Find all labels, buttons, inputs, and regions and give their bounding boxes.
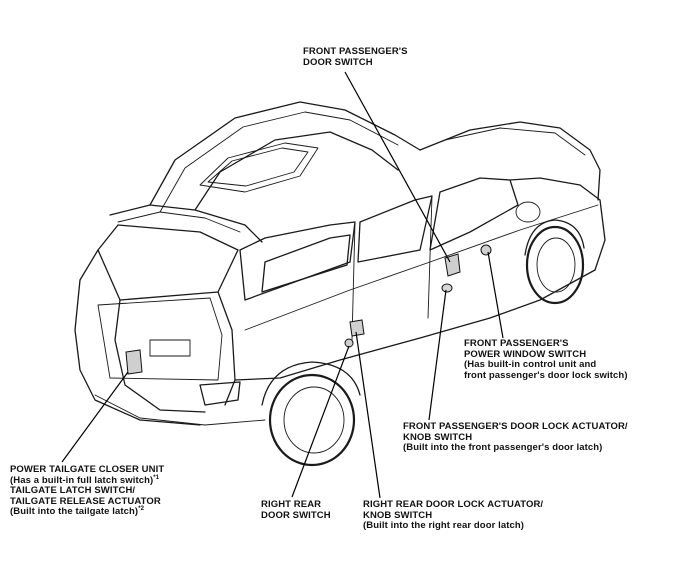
rear-door-window	[357, 195, 433, 263]
front-wheel	[525, 225, 585, 305]
leader-right-rear-door-lock	[355, 331, 381, 499]
leader-front-door-switch	[344, 71, 451, 263]
label-power-window-switch: FRONT PASSENGER'S POWER WINDOW SWITCH (H…	[464, 338, 628, 381]
label-front-door-lock-actuator: FRONT PASSENGER'S DOOR LOCK ACTUATOR/ KN…	[403, 421, 628, 453]
rear-quarter-window	[239, 221, 356, 301]
rear-door-switch-part	[344, 338, 354, 348]
label-right-rear-door-switch: RIGHT REAR DOOR SWITCH	[261, 499, 331, 521]
side-mirror	[515, 201, 541, 223]
tailgate-latch-part	[125, 349, 143, 375]
leader-lines	[61, 71, 504, 499]
leader-power-window-switch	[487, 251, 504, 339]
rear-wheel	[268, 373, 356, 467]
sunroof	[199, 142, 319, 193]
front-door-lock-part	[441, 283, 453, 293]
rear-window	[97, 224, 239, 301]
leader-front-door-lock	[428, 289, 447, 421]
component-markers	[125, 244, 492, 375]
front-door-window	[429, 177, 519, 251]
leader-right-rear-door-switch	[291, 345, 350, 498]
rear-door-lock-part	[349, 319, 365, 337]
power-window-switch-part	[480, 244, 492, 256]
label-front-passenger-door-switch: FRONT PASSENGER'S DOOR SWITCH	[303, 46, 408, 68]
leader-tailgate	[61, 371, 129, 463]
rear-light	[199, 381, 241, 406]
label-right-rear-door-lock-actuator: RIGHT REAR DOOR LOCK ACTUATOR/ KNOB SWIT…	[363, 499, 544, 531]
suv-body-outline	[74, 101, 606, 467]
label-tailgate-units: POWER TAILGATE CLOSER UNIT (Has a built-…	[10, 464, 165, 517]
tailgate	[97, 297, 223, 381]
